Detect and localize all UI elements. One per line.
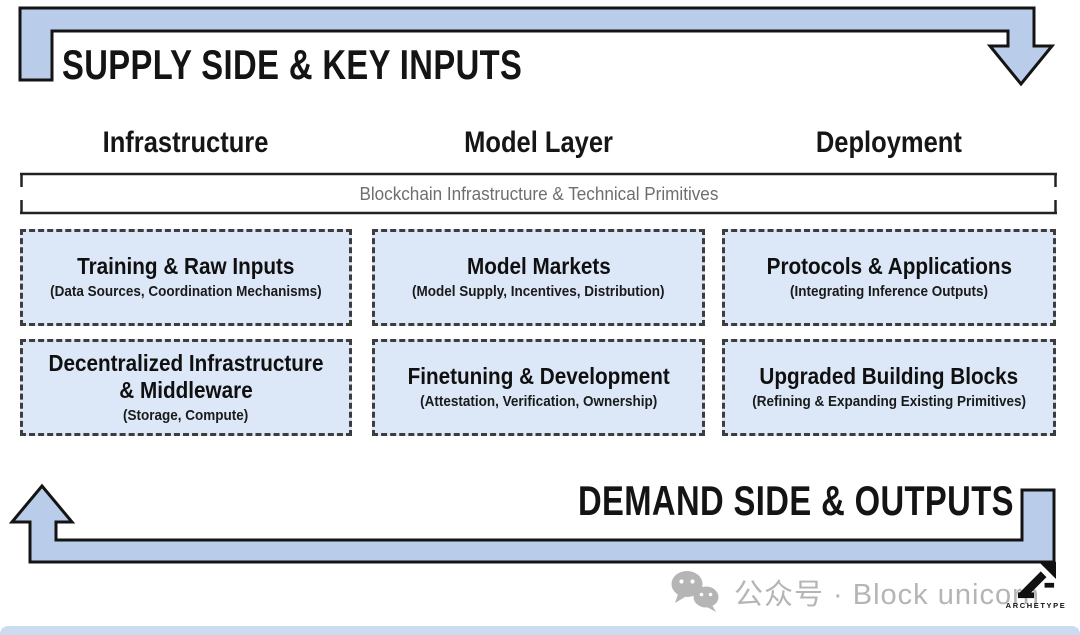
column-header-deployment: Deployment: [816, 126, 962, 159]
node-subtitle: (Model Supply, Incentives, Distribution): [412, 283, 665, 301]
column-header-model-layer: Model Layer: [464, 126, 613, 159]
node-finetuning-development: Finetuning & Development (Attestation, V…: [372, 339, 705, 436]
watermark: 公众号 · Block unicorn: [670, 570, 1040, 614]
column-header-infrastructure: Infrastructure: [103, 126, 269, 159]
node-title: Protocols & Applications: [766, 253, 1012, 280]
node-subtitle: (Refining & Expanding Existing Primitive…: [752, 393, 1026, 411]
node-title: Decentralized Infrastructure & Middlewar…: [48, 349, 324, 403]
node-title: Model Markets: [466, 253, 611, 280]
node-title: Finetuning & Development: [407, 363, 670, 390]
watermark-text: 公众号 · Block unicorn: [734, 579, 1040, 611]
primitives-bar-label: Blockchain Infrastructure & Technical Pr…: [359, 184, 718, 204]
node-subtitle: (Storage, Compute): [123, 406, 249, 424]
bottom-strip: [0, 626, 1080, 635]
node-model-markets: Model Markets (Model Supply, Incentives,…: [372, 229, 705, 326]
node-upgraded-building-blocks: Upgraded Building Blocks (Refining & Exp…: [722, 339, 1056, 436]
node-subtitle: (Integrating Inference Outputs): [789, 283, 988, 301]
node-protocols-applications: Protocols & Applications (Integrating In…: [722, 229, 1056, 326]
wechat-icon: [671, 571, 719, 612]
node-subtitle: (Attestation, Verification, Ownership): [419, 393, 658, 411]
node-decentralized-infrastructure: Decentralized Infrastructure & Middlewar…: [20, 339, 352, 436]
node-title: Training & Raw Inputs: [77, 253, 295, 280]
demand-side-title: DEMAND SIDE & OUTPUTS: [578, 477, 1014, 524]
supply-side-title: SUPPLY SIDE & KEY INPUTS: [62, 41, 523, 88]
archetype-wordmark: ARCHETYPE: [1005, 601, 1067, 610]
archetype-arrow-icon: [1017, 561, 1056, 599]
node-title: Upgraded Building Blocks: [759, 363, 1019, 390]
node-training-raw-inputs: Training & Raw Inputs (Data Sources, Coo…: [20, 229, 352, 326]
archetype-logo: ARCHETYPE: [1005, 560, 1067, 610]
node-subtitle: (Data Sources, Coordination Mechanisms): [50, 283, 322, 301]
